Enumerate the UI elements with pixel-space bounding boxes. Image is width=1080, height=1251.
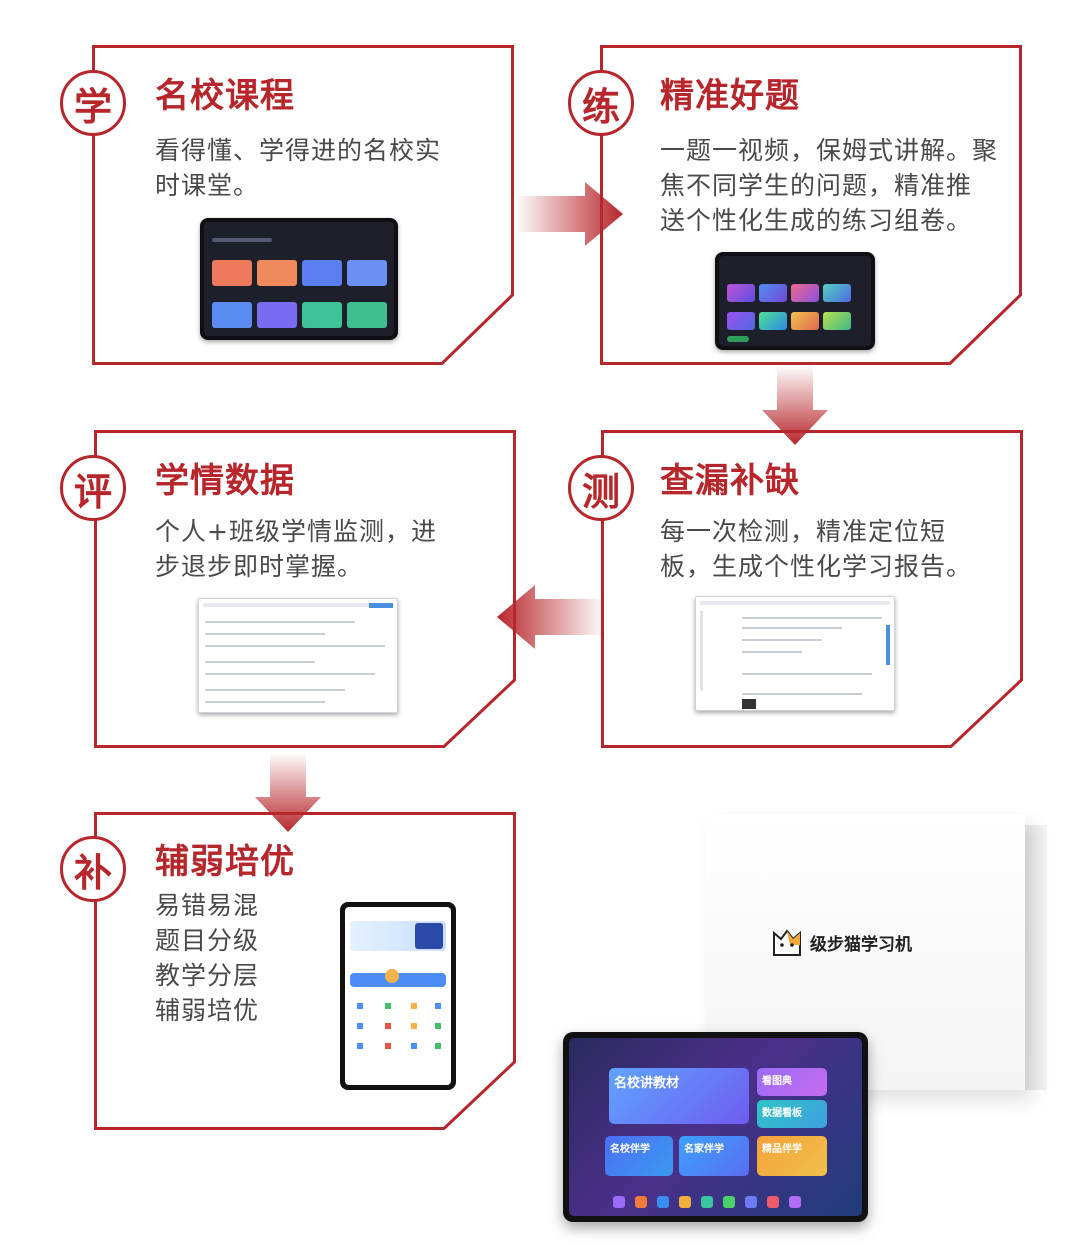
app-icon: [723, 1196, 735, 1208]
app-icon: [767, 1196, 779, 1208]
tablet-card: 名家伴学: [679, 1136, 749, 1176]
desc-line: 看得懂、学得进的名校实: [155, 136, 442, 165]
product-box-side: [1025, 825, 1047, 1090]
tablet-card: 数据看板: [757, 1100, 827, 1128]
app-icon: [745, 1196, 757, 1208]
course-screenshot: [200, 218, 398, 340]
brand-name: 级步猫学习机: [810, 934, 912, 955]
tablet-card: 看图典: [757, 1068, 827, 1096]
desc-line: 每一次检测，精准定位短: [660, 517, 947, 546]
card-desc-improve: 易错易混 题目分级 教学分层 辅弱培优: [155, 888, 259, 1028]
app-icon: [635, 1196, 647, 1208]
card-title-practice: 精准好题: [660, 76, 800, 116]
desc-line: 焦不同学生的问题，精准推: [660, 171, 973, 200]
desc-line: 板，生成个性化学习报告。: [660, 552, 973, 581]
arrow-down-icon: [255, 752, 321, 832]
test-screenshot: [695, 596, 895, 711]
card-desc-study: 看得懂、学得进的名校实 时课堂。: [155, 133, 441, 203]
app-icon: [679, 1196, 691, 1208]
card-title-study: 名校课程: [155, 76, 295, 116]
card-desc-evaluate: 个人+班级学情监测，进 步退步即时掌握。: [155, 514, 437, 584]
badge-evaluate: 评: [60, 455, 126, 521]
card-title-evaluate: 学情数据: [155, 461, 295, 501]
app-icon: [701, 1196, 713, 1208]
desc-line: 辅弱培优: [155, 996, 260, 1025]
brand-logo: 级步猫学习机: [770, 925, 912, 959]
card-desc-practice: 一题一视频，保姆式讲解。聚 焦不同学生的问题，精准推 送个性化生成的练习组卷。: [660, 133, 998, 238]
phone-screenshot: [340, 902, 456, 1090]
evaluate-screenshot: [198, 598, 398, 713]
card-title-test: 查漏补缺: [660, 461, 800, 501]
cat-logo-icon: [773, 929, 801, 956]
desc-line: 送个性化生成的练习组卷。: [660, 206, 973, 235]
card-frame: [600, 45, 1022, 365]
desc-line: 个人+班级学情监测，进: [155, 517, 437, 546]
badge-study: 学: [60, 70, 126, 136]
tablet-card: 名校讲教材: [609, 1068, 749, 1124]
tablet-card: 精品伴学: [757, 1136, 827, 1176]
card-frame: [92, 45, 514, 365]
app-icon: [657, 1196, 669, 1208]
practice-screenshot: [715, 252, 875, 350]
arrow-down-icon: [762, 365, 828, 445]
card-title-improve: 辅弱培优: [155, 842, 295, 882]
app-icon: [789, 1196, 801, 1208]
card-desc-test: 每一次检测，精准定位短 板，生成个性化学习报告。: [660, 514, 972, 584]
desc-line: 易错易混: [155, 891, 260, 920]
desc-line: 教学分层: [155, 961, 260, 990]
desc-line: 时课堂。: [155, 171, 260, 200]
card-practice: [600, 45, 1022, 365]
tablet-device: 名校讲教材 看图典 数据看板 名校伴学 名家伴学 精品伴学: [563, 1032, 868, 1222]
badge-improve: 补: [60, 836, 126, 902]
desc-line: 步退步即时掌握。: [155, 552, 364, 581]
arrow-left-icon: [497, 585, 605, 649]
desc-line: 一题一视频，保姆式讲解。聚: [660, 136, 999, 165]
badge-test: 测: [568, 455, 634, 521]
badge-practice: 练: [568, 70, 634, 136]
arrow-right-icon: [515, 182, 623, 246]
desc-line: 题目分级: [155, 926, 260, 955]
app-icon: [613, 1196, 625, 1208]
tablet-card: 名校伴学: [605, 1136, 673, 1176]
card-study: [92, 45, 514, 365]
